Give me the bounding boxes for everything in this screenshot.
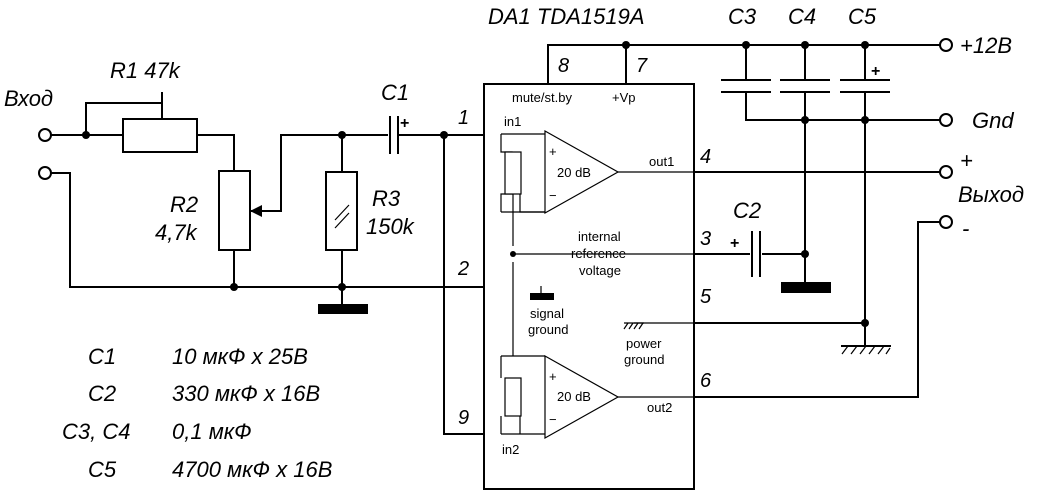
ref-label-line-3: voltage — [579, 263, 621, 278]
ground-symbol-r3 — [318, 304, 368, 314]
parts-list-ref: C5 — [88, 457, 117, 482]
signal-ground-label-2: ground — [528, 322, 568, 337]
signal-ground-symbol — [530, 293, 554, 300]
r1-potentiometer — [122, 92, 198, 153]
amplifier-2-triangle — [544, 354, 620, 440]
wire-in2 — [443, 134, 485, 435]
pin-9-number: 9 — [458, 407, 469, 429]
tda1519a-chip — [483, 83, 695, 490]
r3-resistor — [325, 171, 358, 251]
r3-value-label: 150k — [366, 214, 415, 239]
output-label: Выход — [958, 182, 1024, 207]
c4-label: C4 — [788, 4, 816, 29]
chip-in2-label: in2 — [502, 442, 519, 457]
r2-potentiometer — [218, 170, 282, 251]
wire-r1-to-r2 — [196, 134, 235, 172]
input-terminal-hot[interactable] — [38, 128, 52, 142]
chip-resistor-2 — [504, 377, 522, 417]
chassis-ground-symbol — [841, 345, 891, 355]
c5-polarity-mark: + — [871, 63, 880, 80]
power-ground-label-2: ground — [624, 352, 664, 367]
supply-terminal[interactable] — [939, 38, 953, 52]
c4-capacitor — [780, 79, 830, 93]
c1-capacitor — [388, 116, 399, 154]
ref-label-line-2: reference — [571, 246, 626, 261]
parts-list-value: 0,1 мкФ — [172, 419, 252, 444]
amplifier-1-triangle — [544, 129, 620, 215]
r2-value-label: 4,7k — [155, 220, 198, 245]
c1-polarity-mark: + — [400, 115, 409, 132]
parts-list-value: 330 мкФ х 16В — [172, 381, 320, 406]
parts-list: C1 10 мкФ х 25В C2 330 мкФ х 16В C3, C4 … — [62, 344, 332, 482]
wire-ground-rail — [49, 172, 485, 288]
parts-list-ref: C2 — [88, 381, 116, 406]
pin-2-number: 2 — [457, 258, 469, 280]
power-ground-label-1: power — [626, 336, 662, 351]
input-label: Вход — [4, 86, 53, 111]
c2-polarity-mark: + — [730, 235, 739, 252]
ref-label-line-1: internal — [578, 229, 621, 244]
chip-out1-label: out1 — [649, 154, 674, 169]
c2-label: C2 — [733, 198, 761, 223]
wires — [49, 44, 945, 435]
chip-out2-label: out2 — [647, 400, 672, 415]
chip-vp-label: +Vp — [612, 90, 636, 105]
chip-in1-label: in1 — [504, 114, 521, 129]
parts-list-ref: C3, C4 — [62, 419, 130, 444]
wire-c2-c4 — [759, 253, 806, 283]
wire-supply-rail — [547, 44, 945, 85]
parts-list-value: 4700 мкФ х 16В — [172, 457, 332, 482]
r3-name-label: R3 — [372, 186, 401, 211]
amp2-minus-input: − — [549, 412, 557, 427]
signal-ground-label-1: signal — [530, 306, 564, 321]
r2-name-label: R2 — [170, 192, 198, 217]
c2-capacitor — [750, 231, 762, 277]
amp1-gain-label: 20 dB — [557, 165, 591, 180]
amp1-minus-input: − — [549, 188, 557, 203]
c3-label: C3 — [728, 4, 757, 29]
chip-title: DA1 TDA1519A — [488, 4, 645, 29]
gnd-terminal[interactable] — [939, 113, 953, 127]
chip-resistor-1 — [504, 151, 522, 195]
c5-label: C5 — [848, 4, 877, 29]
pin-3-number: 3 — [700, 228, 711, 250]
output-minus-label: - — [962, 216, 969, 241]
pin-7-number: 7 — [636, 55, 648, 77]
output-plus-label: + — [960, 148, 973, 173]
pin-8-number: 8 — [558, 55, 569, 77]
wire-r2-wiper — [251, 134, 391, 212]
c5-capacitor — [840, 79, 890, 93]
parts-list-value: 10 мкФ х 25В — [172, 344, 308, 369]
gnd-label: Gnd — [972, 108, 1014, 133]
power-ground-symbol — [623, 322, 644, 330]
pin-5-number: 5 — [700, 286, 712, 308]
r1-label: R1 47k — [110, 58, 181, 83]
supply-label: +12В — [960, 33, 1012, 58]
amp2-plus-input: + — [549, 369, 557, 384]
parts-list-ref: C1 — [88, 344, 116, 369]
pin-6-number: 6 — [700, 370, 712, 392]
wire-gnd-line — [745, 92, 945, 121]
output-plus-terminal[interactable] — [939, 165, 953, 179]
pin-1-number: 1 — [458, 107, 469, 129]
chip-mute-label: mute/st.by — [512, 90, 572, 105]
input-terminal-ground[interactable] — [38, 166, 52, 180]
pin-4-number: 4 — [700, 146, 711, 168]
wire-out2 — [693, 221, 945, 398]
c1-label: C1 — [381, 80, 409, 105]
output-minus-terminal[interactable] — [939, 215, 953, 229]
c3-capacitor — [721, 79, 771, 93]
junction-dots — [82, 41, 869, 327]
amp1-plus-input: + — [549, 144, 557, 159]
ground-symbol-c4 — [781, 282, 831, 293]
amp2-gain-label: 20 dB — [557, 389, 591, 404]
